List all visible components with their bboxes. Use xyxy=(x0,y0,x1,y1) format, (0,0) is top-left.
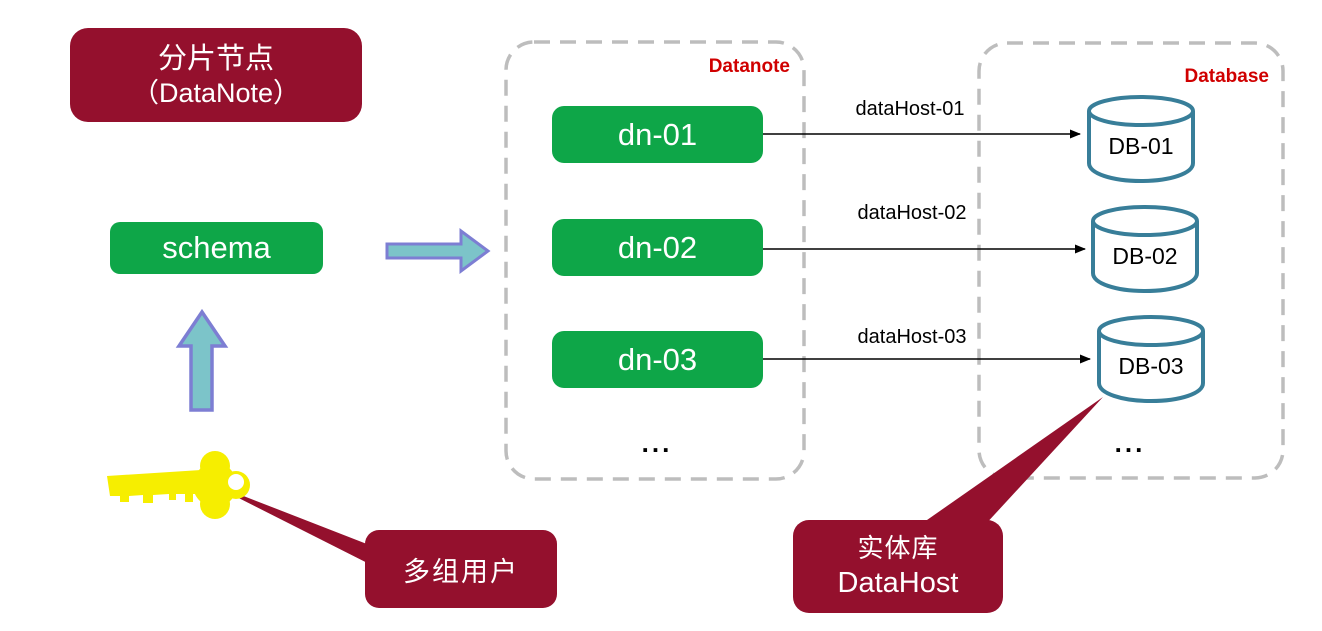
right-arrow-icon xyxy=(385,228,491,274)
db-label: DB-02 xyxy=(1112,243,1178,269)
database-ellipsis: ... xyxy=(1114,428,1146,458)
database-cylinder-icon xyxy=(1091,205,1199,293)
dn-node-box-1: dn-01 xyxy=(552,106,763,163)
title-box: 分片节点 （DataNote） xyxy=(70,28,362,122)
schema-label: schema xyxy=(162,230,271,265)
callout-users: 多组用户 xyxy=(365,530,557,608)
dn-node-label: dn-03 xyxy=(617,341,698,377)
database-cylinder-2: DB-02 xyxy=(1089,203,1201,293)
callout-datahost-line-cn: 实体库 xyxy=(857,534,939,563)
title-line-cn: 分片节点 xyxy=(157,42,274,75)
key-icon xyxy=(107,451,250,519)
database-cylinder-icon xyxy=(1097,315,1205,403)
callout-users-label: 多组用户 xyxy=(403,556,519,587)
dn-node-box-2: dn-02 xyxy=(552,219,763,276)
connector-label-2: dataHost-02 xyxy=(857,202,967,224)
database-cylinder-3: DB-03 xyxy=(1095,313,1207,403)
db-label: DB-01 xyxy=(1108,133,1174,159)
connector-label-1: dataHost-01 xyxy=(855,98,965,120)
database-container-label: Database xyxy=(1184,66,1270,87)
db-label: DB-03 xyxy=(1118,353,1184,379)
title-line-en: （DataNote） xyxy=(131,77,301,108)
callout-datahost: 实体库 DataHost xyxy=(793,520,1003,613)
dn-node-label: dn-01 xyxy=(617,116,698,152)
datanote-container-label: Datanote xyxy=(708,56,790,77)
datanote-ellipsis: ... xyxy=(641,428,673,458)
database-cylinder-icon xyxy=(1087,95,1195,183)
up-arrow-icon xyxy=(175,308,229,412)
database-cylinder-1: DB-01 xyxy=(1085,93,1197,183)
schema-box: schema xyxy=(110,222,323,274)
dn-node-box-3: dn-03 xyxy=(552,331,763,388)
connector-label-3: dataHost-03 xyxy=(857,326,967,348)
callout-datahost-line-en: DataHost xyxy=(837,567,959,599)
datanote-container: Datanote dn-01 dn-02 dn-03 ... xyxy=(505,40,806,480)
database-container: Database DB-01 DB-02 DB-03 ... xyxy=(978,42,1285,480)
dn-node-label: dn-02 xyxy=(617,229,698,265)
